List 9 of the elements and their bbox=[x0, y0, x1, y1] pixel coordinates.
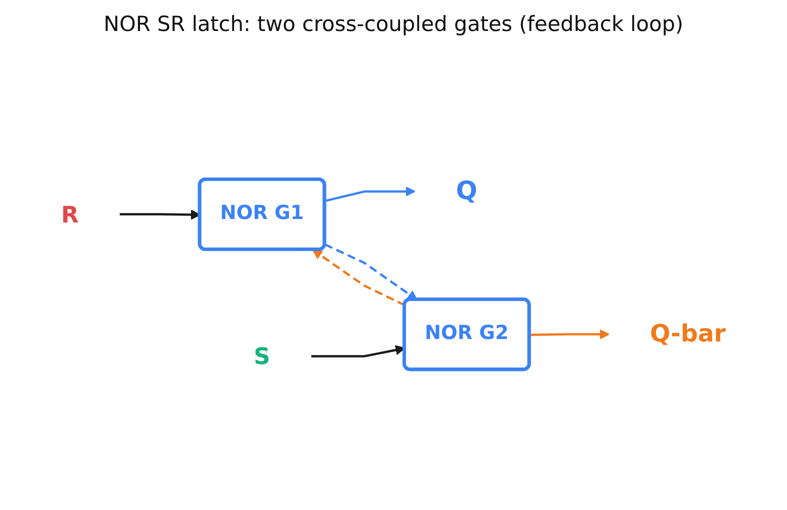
node-text: S bbox=[254, 342, 270, 370]
node-text: Q bbox=[456, 177, 478, 206]
arrow bbox=[324, 243, 418, 300]
node-text: Q-bar bbox=[650, 320, 726, 348]
node-text: R bbox=[61, 200, 79, 228]
arrow bbox=[324, 186, 416, 202]
arrow bbox=[312, 249, 406, 306]
diagram-title: NOR SR latch: two cross-coupled gates (feedback loop) bbox=[104, 12, 684, 36]
arrow bbox=[530, 329, 610, 340]
